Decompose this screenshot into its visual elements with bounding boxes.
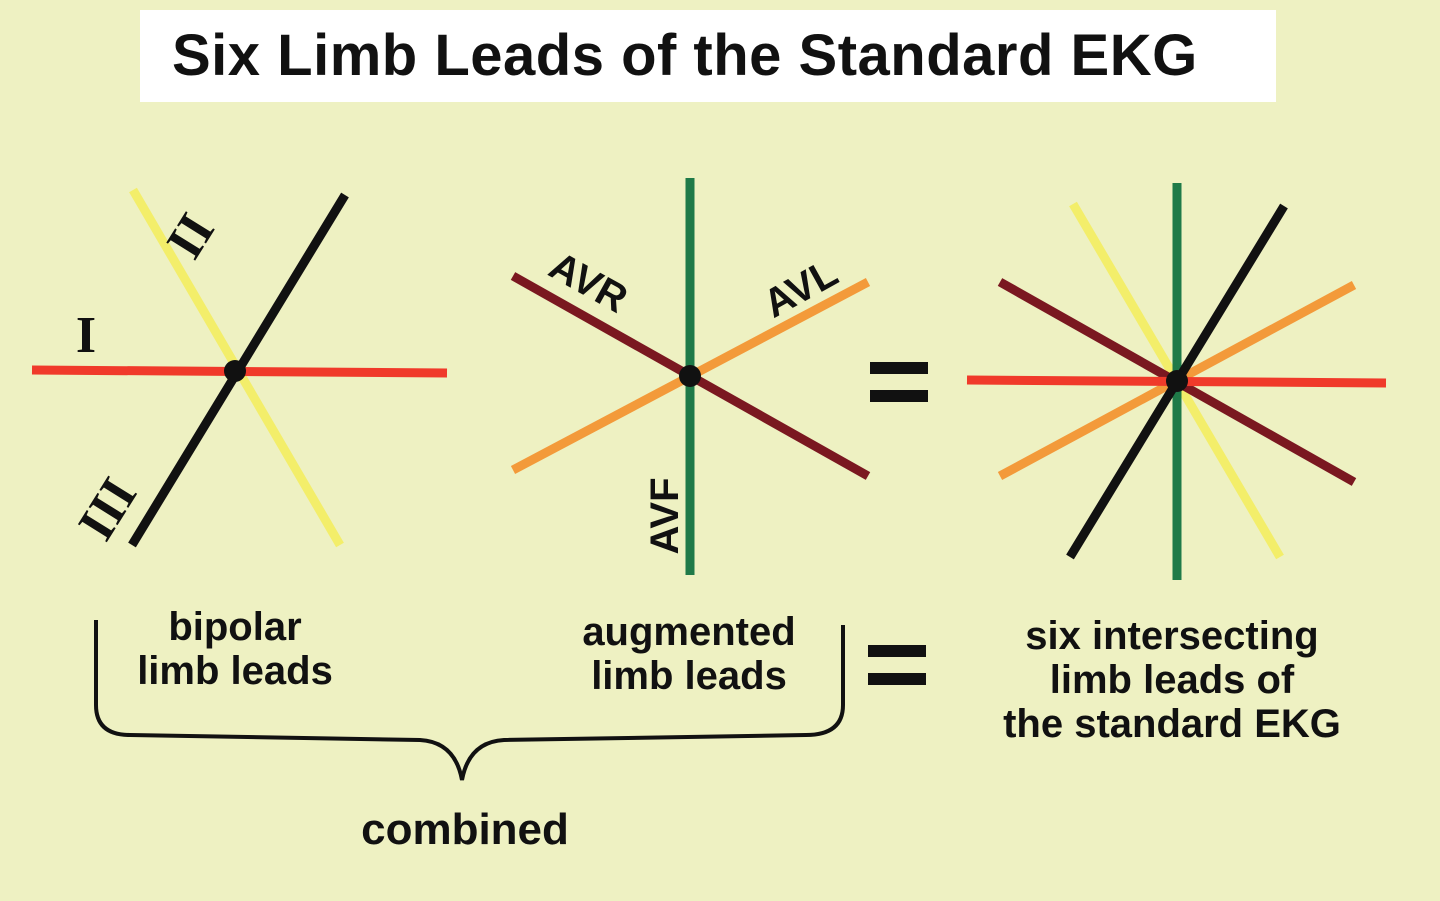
lead-aVF-label: AVF <box>643 477 687 554</box>
combined-leads-panel <box>966 183 1387 580</box>
caption-line: limb leads of <box>1049 658 1295 702</box>
center-dot <box>224 360 246 382</box>
caption-line: limb leads <box>137 649 333 693</box>
equals-sign-top <box>870 362 928 402</box>
caption-line: bipolar <box>168 605 302 649</box>
caption-line: the standard EKG <box>1003 702 1341 746</box>
bipolar-leads-panel: I II III <box>31 187 448 550</box>
result-caption: six intersecting limb leads of the stand… <box>968 614 1376 746</box>
lead-aVR-label: AVR <box>542 244 635 322</box>
center-dot <box>1166 370 1188 392</box>
bipolar-caption: bipolar limb leads <box>118 605 352 693</box>
title-box <box>140 10 1276 102</box>
caption-line: augmented <box>582 610 796 654</box>
augmented-leads-panel: AVR AVL AVF <box>510 178 871 575</box>
augmented-caption: augmented limb leads <box>560 610 818 698</box>
caption-line: limb leads <box>591 654 787 698</box>
caption-line: six intersecting <box>1025 614 1319 658</box>
lead-I-label: I <box>76 307 96 364</box>
equals-sign-bottom <box>868 645 926 685</box>
lead-II-label: II <box>156 204 226 269</box>
combined-brace <box>94 620 845 781</box>
combined-caption: combined <box>361 805 569 854</box>
diagram-title: Six Limb Leads of the Standard EKG <box>172 23 1198 88</box>
center-dot <box>679 365 701 387</box>
